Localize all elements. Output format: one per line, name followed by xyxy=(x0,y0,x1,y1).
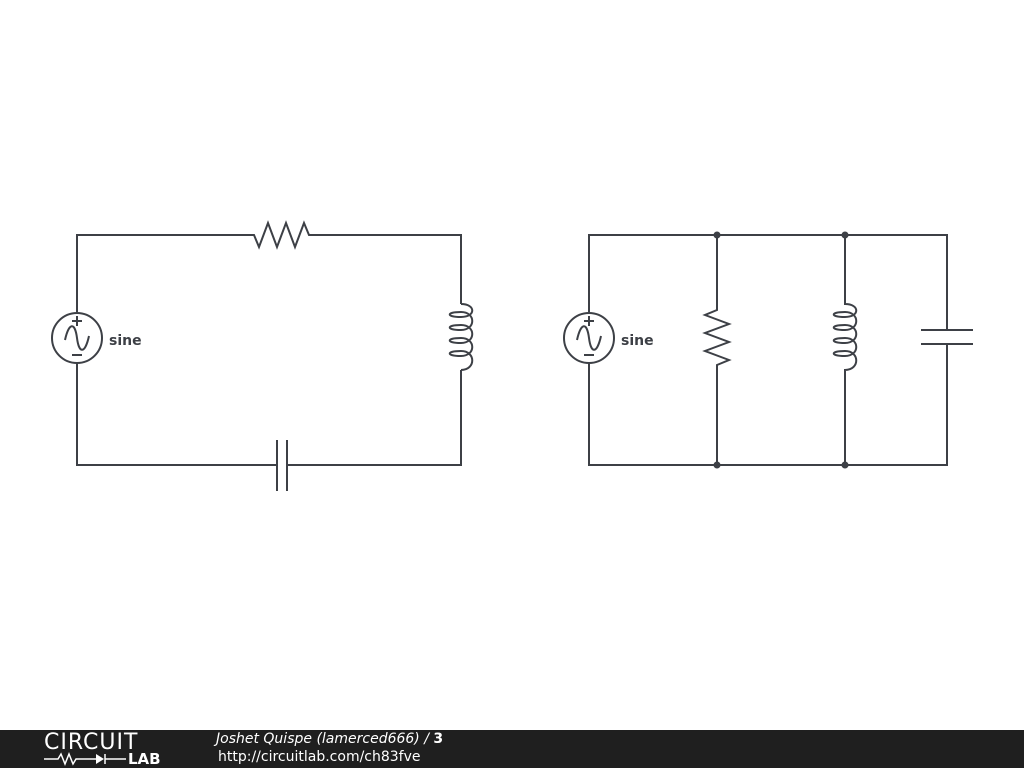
parallel-source-label: sine xyxy=(621,333,654,349)
circuit-credit: Joshet Quispe (lamerced666) / 3 xyxy=(216,731,443,748)
parallel-inductor xyxy=(832,235,858,465)
resistor-diode-icon xyxy=(44,752,126,766)
parallel-ac-source xyxy=(563,312,615,364)
series-top-wire xyxy=(76,220,462,312)
parallel-resistor xyxy=(702,235,732,465)
author-link[interactable]: Joshet Quispe (lamerced666) xyxy=(216,731,420,747)
footer-bar: CIRCUIT LAB Joshet Quispe (lamerced666) … xyxy=(0,730,1024,768)
series-rlc-circuit: sine xyxy=(51,220,474,491)
schematic-svg: sine si xyxy=(51,220,973,491)
circuitlab-logo[interactable]: CIRCUIT LAB xyxy=(44,730,176,768)
circuit-number: 3 xyxy=(433,731,444,747)
logo-text-lab: LAB xyxy=(128,750,161,768)
series-source-label: sine xyxy=(109,333,142,349)
junction-node xyxy=(841,461,849,469)
parallel-bottom-wire xyxy=(588,344,948,466)
parallel-rlc-circuit: sine xyxy=(563,231,973,469)
sine-wave-icon xyxy=(576,325,602,351)
junction-node xyxy=(713,461,721,469)
series-bottom-wire xyxy=(76,363,462,466)
credit-separator: / xyxy=(419,731,434,747)
logo-text-circuit: CIRCUIT xyxy=(44,730,139,755)
junction-node xyxy=(713,231,721,239)
parallel-top-wire xyxy=(588,234,948,330)
schematic-canvas: sine si xyxy=(51,220,973,491)
circuit-url-link[interactable]: http://circuitlab.com/ch83fve xyxy=(218,749,421,765)
junction-node xyxy=(841,231,849,239)
sine-wave-icon xyxy=(64,325,90,351)
series-ac-source xyxy=(51,312,103,364)
series-inductor xyxy=(448,303,474,371)
